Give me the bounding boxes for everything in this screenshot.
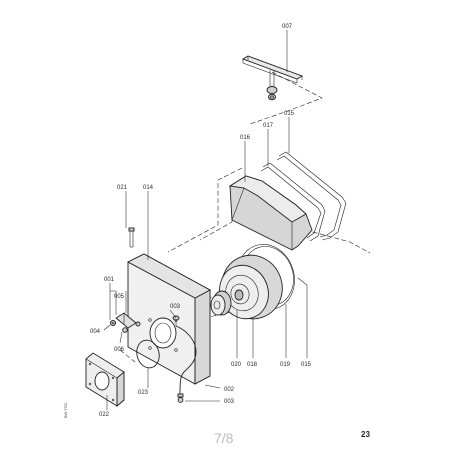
- label-023: 023: [138, 390, 149, 396]
- label-015-top: 015: [284, 111, 295, 117]
- label-005: 005: [114, 294, 125, 300]
- part-007-top-bracket: [241, 55, 304, 101]
- leader-lines: [103, 30, 308, 410]
- part-021-screw: [128, 227, 135, 248]
- label-003-upper: 003: [170, 304, 181, 310]
- part-014-mounting-plate: [127, 253, 211, 385]
- page-fraction: 7/8: [214, 430, 234, 446]
- label-015-bottom: 015: [301, 362, 312, 368]
- part-023-o-ring: [136, 339, 160, 369]
- label-019: 019: [280, 362, 291, 368]
- label-022: 022: [99, 412, 110, 418]
- part-015-017-gaskets: [260, 151, 347, 242]
- page-number: 23: [361, 430, 370, 439]
- part-018-fan-housing: [219, 254, 283, 320]
- label-004: 004: [90, 329, 101, 335]
- label-007: 007: [282, 24, 293, 30]
- label-017: 017: [263, 123, 274, 129]
- label-021: 021: [117, 185, 128, 191]
- part-016-casing: [228, 175, 313, 251]
- label-016: 016: [240, 135, 251, 141]
- part-002-cable: [175, 325, 197, 403]
- label-006: 006: [114, 347, 125, 353]
- label-014: 014: [143, 185, 154, 191]
- label-003-lower: 003: [224, 399, 235, 405]
- label-001: 001: [104, 277, 115, 283]
- part-022-flange-plate: [85, 352, 125, 407]
- drawing-code: BW TSC: [63, 402, 68, 418]
- label-002: 002: [224, 387, 235, 393]
- label-020: 020: [231, 362, 242, 368]
- part-020-hub: [210, 290, 232, 316]
- label-018: 018: [247, 362, 258, 368]
- part-004-006-hardware: [109, 312, 141, 333]
- part-labels: 007 015 017 016 021 014 001 005 003 004 …: [90, 24, 312, 418]
